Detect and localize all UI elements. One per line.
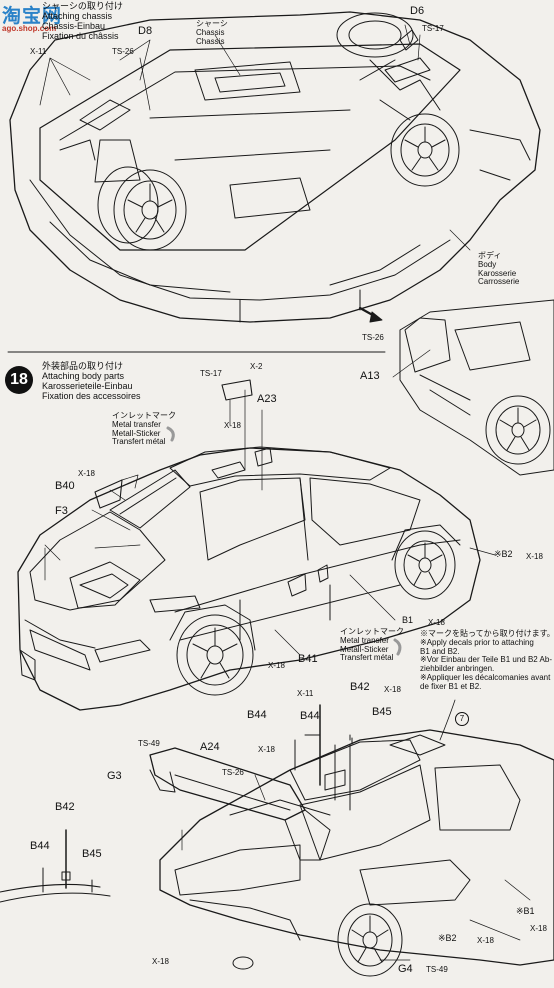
body-label: ボディ Body Karosserie Carrosserie (478, 251, 520, 287)
part-label-B44-a: B44 (300, 710, 320, 722)
part-label-B1-rear: ※B1 (516, 906, 535, 916)
part-label-D6: D6 (410, 5, 425, 17)
part-label-B44-b: B44 (247, 709, 267, 721)
part-label-TS17-top: TS-17 (422, 24, 444, 33)
step17-title-jp: シャーシの取り付け (42, 1, 123, 11)
step17-title-en: Attaching chassis (42, 10, 113, 21)
metal-transfer-label-1: インレットマーク Metal transfer Metall-Sticker T… (112, 411, 176, 447)
chassis-label-de: Chassis (196, 36, 225, 46)
part-label-X18-b44: X-18 (258, 745, 275, 754)
metal-transfer-1-fr: Transfert métal (112, 437, 166, 447)
part-label-A24: A24 (200, 741, 220, 753)
step18-heading: 外装部品の取り付け Attaching body parts Karosseri… (42, 361, 141, 402)
part-label-B42-inset: B42 (55, 801, 75, 813)
part-label-B44-inset: B44 (30, 840, 50, 852)
reference-step-7: 7 (455, 712, 469, 726)
rear-wing-assembly-illustration (0, 699, 554, 977)
step17-heading: シャーシの取り付け Attaching chassis Chassis-Einb… (42, 1, 123, 42)
part-label-D8: D8 (138, 25, 153, 37)
part-label-X2: X-2 (250, 362, 263, 371)
part-label-A23: A23 (257, 393, 277, 405)
chassis-label-jp: シャーシ (196, 19, 228, 28)
part-label-X18-b2rear: X-18 (477, 936, 494, 945)
part-label-TS17-mirror: TS-17 (200, 369, 222, 378)
decal-note-fr2: de fixer B1 et B2. (420, 681, 482, 691)
part-label-X18-b42: X-18 (384, 685, 401, 694)
chassis-label: シャーシ Chassis Chassis (196, 19, 228, 46)
metal-transfer-2-de: Metall-Sticker (340, 644, 389, 654)
part-label-X18-b1rear: X-18 (530, 924, 547, 933)
part-label-G4: G4 (398, 963, 413, 975)
part-label-X18-b40: X-18 (78, 469, 95, 478)
decal-note: ※マークを貼ってから取り付けます。 ※Apply decals prior to… (420, 629, 554, 692)
body-label-en: Body (478, 259, 497, 269)
car-body-illustration (17, 379, 496, 711)
part-label-B45-inset: B45 (82, 848, 102, 860)
step18-title-en: Attaching body parts (42, 370, 125, 381)
part-label-TS26-a24: TS-26 (222, 768, 244, 777)
part-label-B41: B41 (298, 653, 318, 665)
watermark-logo: 淘宝网 ago.shop.com (0, 0, 90, 36)
metal-transfer-label-2: インレットマーク Metal transfer Metall-Sticker T… (340, 627, 404, 663)
chassis-label-en: Chassis (196, 27, 225, 37)
decal-note-de1: ※Vor Einbau der Teile B1 und B2 Ab- (420, 655, 552, 665)
decal-note-fr1: ※Appliquer les décalcomanies avant (420, 672, 551, 682)
decal-note-en2: B1 and B2. (420, 646, 460, 656)
watermark-url: ago.shop.com (2, 24, 57, 33)
part-label-B2-front: ※B2 (494, 549, 513, 559)
part-label-X18-mirror: X-18 (224, 421, 241, 430)
watermark-logo-text: 淘宝网 (2, 5, 63, 27)
step17-title-de: Chassis-Einbau (42, 20, 106, 31)
metal-transfer-2-fr: Transfert métal (340, 653, 394, 663)
part-label-X18-rear: X-18 (152, 957, 169, 966)
body-label-fr: Carrosserie (478, 277, 520, 287)
part-label-B1-front: B1 (402, 615, 414, 625)
part-label-B45-top: B45 (372, 706, 392, 718)
part-label-X11-top: X-11 (30, 47, 47, 56)
metal-transfer-2-en: Metal transfer (340, 635, 389, 645)
body-label-jp: ボディ (478, 251, 502, 260)
decal-note-jp: ※マークを貼ってから取り付けます。 (420, 629, 554, 638)
decal-note-en1: ※Apply decals prior to attaching (420, 637, 534, 647)
step18-title-de: Karosserieteile-Einbau (42, 380, 133, 391)
part-label-X18-b2front: X-18 (526, 552, 543, 561)
body-label-de: Karosserie (478, 268, 517, 278)
rear-wheelwell-inset-illustration (358, 299, 554, 476)
metal-transfer-1-jp: インレットマーク (112, 411, 176, 420)
part-label-B2-rear: ※B2 (438, 933, 457, 943)
part-label-TS49-g4: TS-49 (426, 965, 448, 974)
step-number-badge: 18 (5, 366, 33, 394)
decal-note-de2: ziehbilder anbringen. (420, 664, 495, 674)
step18-title-jp: 外装部品の取り付け (42, 361, 124, 371)
step18-title-fr: Fixation des accessoires (42, 390, 141, 401)
metal-transfer-1-en: Metal transfer (112, 419, 161, 429)
part-label-G3: G3 (107, 770, 122, 782)
part-label-TS26-top: TS-26 (112, 47, 134, 56)
part-label-B40: B40 (55, 480, 75, 492)
part-label-X11-antenna: X-11 (297, 689, 314, 698)
part-label-B42-top: B42 (350, 681, 370, 693)
part-label-TS26-mid: TS-26 (362, 333, 384, 342)
chassis-assembly-illustration (9, 11, 541, 323)
part-label-X18-b41: X-18 (268, 661, 285, 670)
step17-title-fr: Fixation du châssis (42, 30, 119, 41)
part-label-F3: F3 (55, 505, 68, 517)
metal-transfer-1-de: Metall-Sticker (112, 428, 161, 438)
part-label-X18-b1front: X-18 (428, 618, 445, 627)
metal-transfer-2-jp: インレットマーク (340, 627, 404, 636)
part-label-TS49-g3: TS-49 (138, 739, 160, 748)
part-label-A13: A13 (360, 370, 380, 382)
